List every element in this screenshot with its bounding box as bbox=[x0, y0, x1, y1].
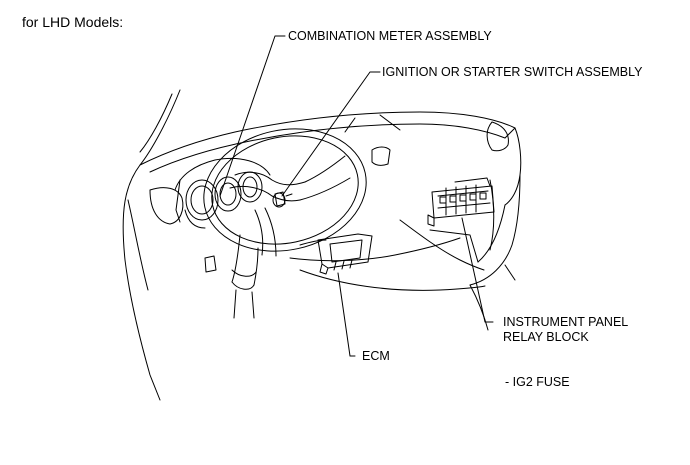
label-ignition-switch: IGNITION OR STARTER SWITCH ASSEMBLY bbox=[382, 65, 643, 79]
label-ecm: ECM bbox=[362, 349, 390, 363]
label-combination-meter: COMBINATION METER ASSEMBLY bbox=[288, 29, 492, 43]
lower-dash bbox=[289, 237, 516, 331]
steering-column bbox=[231, 234, 259, 319]
leader-lines bbox=[219, 35, 494, 357]
dashboard-top-outline bbox=[139, 111, 522, 206]
right-vent bbox=[371, 121, 509, 166]
label-relay-block-line2: RELAY BLOCK bbox=[503, 330, 589, 344]
left-panel bbox=[127, 187, 217, 291]
steering-wheel-drawing bbox=[203, 128, 367, 257]
label-ig2-fuse: - IG2 FUSE bbox=[505, 375, 570, 389]
ecm-drawing bbox=[299, 233, 373, 275]
ignition-switch-drawing bbox=[272, 191, 293, 208]
page-header: for LHD Models: bbox=[22, 14, 124, 30]
a-pillar-outline bbox=[122, 89, 181, 401]
dashboard-face-right bbox=[399, 174, 521, 286]
label-relay-block-line1: INSTRUMENT PANEL bbox=[503, 315, 629, 329]
relay-block-drawing bbox=[427, 177, 495, 227]
